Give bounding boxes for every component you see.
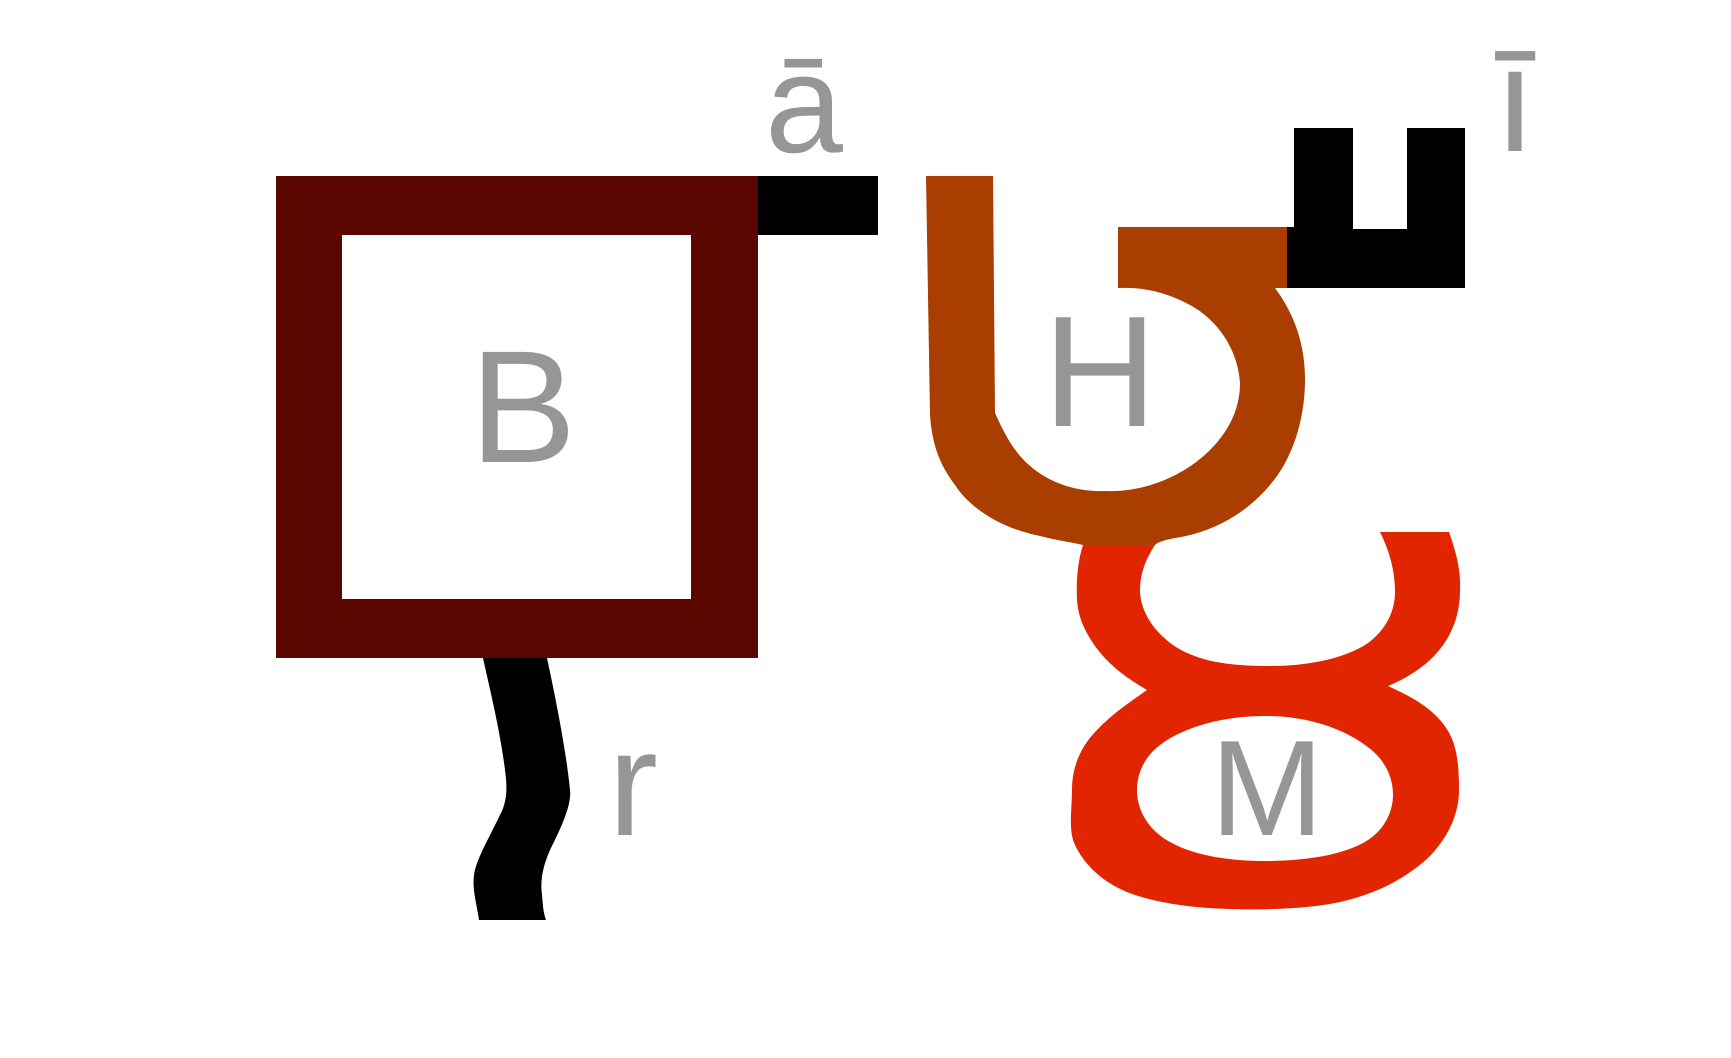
black-comb-block xyxy=(1287,128,1465,288)
maroon-square-frame xyxy=(276,176,758,658)
black-wavy-stroke xyxy=(473,658,571,920)
label-top-right-mark: ī xyxy=(1494,15,1536,183)
rust-hook-shape xyxy=(926,176,1305,545)
label-top-left-mark: ā xyxy=(765,25,843,182)
label-stroke: r xyxy=(608,699,658,867)
label-hook: H xyxy=(1043,284,1157,460)
label-square: B xyxy=(470,317,577,496)
label-figure-eight: M xyxy=(1210,712,1323,864)
black-top-bar xyxy=(758,176,878,235)
red-figure-eight xyxy=(1070,532,1461,910)
